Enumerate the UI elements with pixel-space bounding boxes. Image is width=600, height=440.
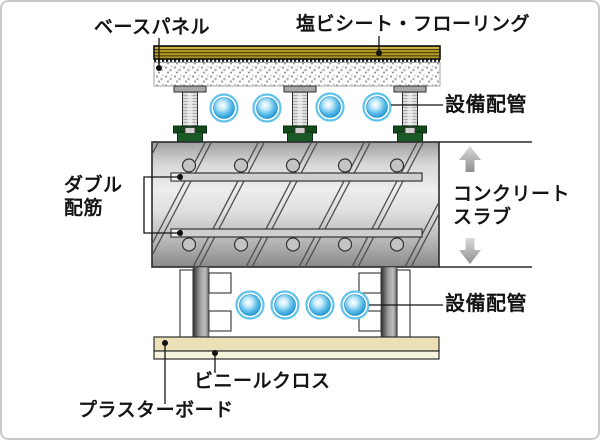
label-piping-top: 設備配管 — [445, 94, 527, 116]
label-flooring: 塩ビシート・フローリング — [296, 14, 531, 35]
base-panel-layer — [153, 62, 441, 87]
slab-hatching — [152, 142, 439, 267]
leader-lines — [143, 36, 443, 404]
piping-bottom-pipes — [235, 290, 370, 320]
flooring-layer — [153, 45, 441, 60]
ceiling-hanger-left — [179, 266, 232, 338]
label-piping-bottom: 設備配管 — [445, 293, 527, 315]
vinyl-cloth-layer — [153, 350, 440, 360]
concrete-slab — [151, 141, 440, 268]
label-vinyl-cloth: ビニールクロス — [194, 371, 331, 392]
plasterboard-layer — [153, 336, 440, 352]
label-base-panel: ベースパネル — [94, 17, 211, 38]
label-plaster-board: プラスターボード — [78, 400, 234, 421]
label-concrete-slab: コンクリート スラブ — [453, 184, 571, 229]
arrow-up-icon — [459, 146, 481, 172]
ceiling-hanger-right — [358, 266, 411, 338]
double-rebar-bars — [170, 158, 423, 252]
arrow-down-icon — [459, 238, 481, 264]
label-double-rebar: ダブル 配筋 — [64, 175, 123, 220]
